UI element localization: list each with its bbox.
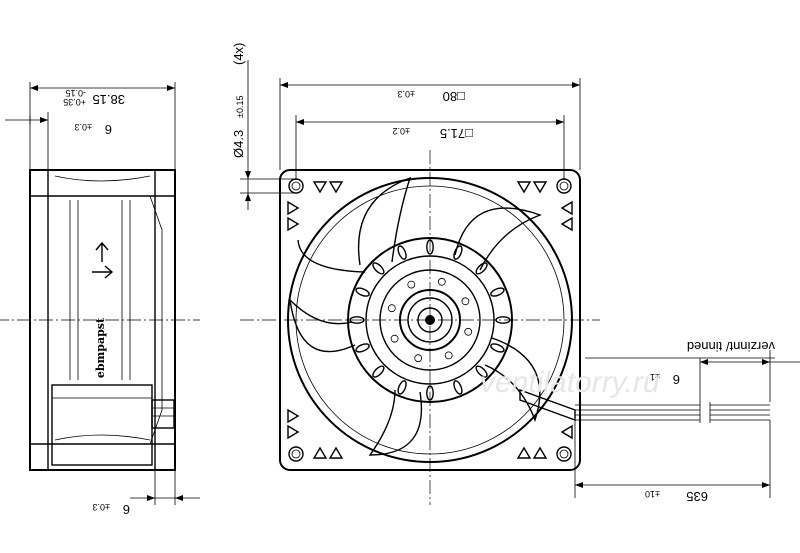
side-dimension-width: 38.15 -0.15 +0.35 [29, 82, 176, 170]
hole-pitch-dimension: □71.5 ±0.2 [295, 115, 565, 180]
watermark: ventilatorry.ru [480, 366, 660, 399]
lead-annotation: verzinnt/ tinned 6 ±1 [585, 339, 800, 402]
hub-slot [397, 380, 407, 395]
hub-slot [397, 245, 407, 260]
side-offset-bottom-tol: ±0.3 [93, 502, 110, 512]
hub-slot [372, 262, 385, 275]
front-view [240, 150, 770, 505]
frame-size-value: □80 [443, 89, 465, 104]
lead-length-tol: ±10 [645, 489, 660, 499]
lead-length-value: 635 [686, 489, 708, 504]
hub-slot [453, 380, 463, 395]
side-offset-bottom-value: 6 [123, 502, 130, 517]
frame-size-dimension: □80 ±0.3 [279, 78, 581, 170]
hub-hole [407, 280, 416, 289]
hub-hole [437, 277, 446, 286]
side-dimension-offset-top: 6 ±0.3 [5, 112, 112, 170]
hub-slot [475, 262, 488, 275]
hole-pitch-tol: ±0.2 [393, 126, 410, 136]
hub-slot [355, 287, 370, 297]
hub-slot [490, 287, 505, 297]
hub-slot [453, 245, 463, 260]
hub-hole [464, 327, 473, 336]
hole-pitch-value: □71.5 [440, 126, 473, 141]
hub-hole [390, 334, 399, 343]
hub-hole [444, 351, 453, 360]
hub-hole [461, 297, 470, 306]
side-width-value: 38.15 [92, 92, 125, 107]
side-offset-top-tol: ±0.3 [75, 122, 92, 132]
hub-slot [355, 343, 370, 353]
hub-slot [490, 343, 505, 353]
hub-slot [475, 365, 488, 378]
hub-slot [372, 365, 385, 378]
hub-hole [387, 304, 396, 313]
hole-diameter-value: Ø4.3 [231, 130, 246, 158]
strip-length-tol: ±1 [650, 372, 660, 382]
side-width-tol-upper: +0.35 [63, 97, 86, 107]
side-offset-top-value: 6 [105, 122, 112, 137]
hole-count: (4x) [231, 43, 246, 65]
side-width-tol-lower: -0.15 [65, 88, 86, 98]
lead-length-dimension: 635 ±10 [574, 420, 771, 504]
hole-diameter-tol: ±0.15 [235, 96, 245, 118]
side-view: ebmpapst [0, 169, 200, 471]
hole-diameter-dimension: Ø4.3 ±0.15 (4x) [231, 43, 296, 210]
side-dimension-offset-bottom: 6 ±0.3 [93, 470, 200, 517]
frame-size-tol: ±0.3 [398, 89, 415, 99]
brand-label: ebmpapst [94, 317, 107, 378]
strip-length-value: 6 [673, 372, 680, 387]
lead-note-label: verzinnt/ tinned [687, 339, 775, 354]
hub-hole [414, 354, 423, 363]
